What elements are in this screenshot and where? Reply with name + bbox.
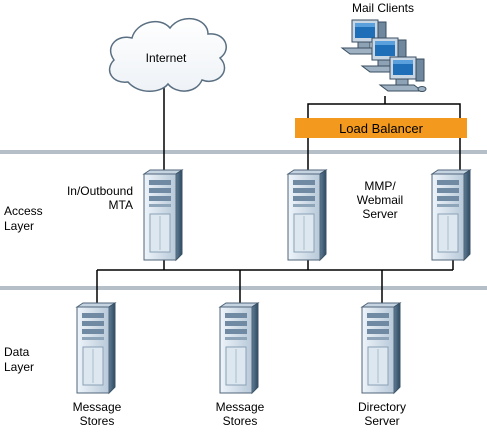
access-layer-label-line1: Access <box>4 204 43 218</box>
data-layer-label-line2: Layer <box>4 360 34 374</box>
internet-label: Internet <box>146 51 187 65</box>
layer-divider-bottom <box>0 286 487 290</box>
data-layer-label-line1: Data <box>4 345 30 359</box>
store-label-line2: Stores <box>80 414 115 428</box>
store-label-line2: Stores <box>223 414 258 428</box>
message-store-server-icon <box>219 302 259 394</box>
store-label-line1: Message <box>73 400 122 414</box>
store-label-line1: Message <box>216 400 265 414</box>
layer-divider-top <box>0 150 487 154</box>
load-balancer-label: Load Balancer <box>339 121 424 136</box>
mmp-label-line1: MMP/ <box>364 179 396 193</box>
internet-cloud: Internet <box>108 17 227 92</box>
mmp-label-line3: Server <box>362 207 397 221</box>
directory-label-line1: Directory <box>358 400 406 414</box>
mta-label-line2: MTA <box>109 198 133 212</box>
mta-label-line1: In/Outbound <box>67 184 133 198</box>
mta-server-icon <box>143 169 183 261</box>
access-layer-label-line2: Layer <box>4 219 34 233</box>
connection-lines <box>96 86 461 303</box>
directory-server-icon <box>361 302 401 394</box>
message-store-server-icon <box>76 302 116 394</box>
mmp-label-line2: Webmail <box>357 193 403 207</box>
mail-clients-label: Mail Clients <box>352 1 414 15</box>
mmp-server-icon <box>287 169 327 261</box>
load-balancer: Load Balancer <box>295 118 467 138</box>
mouse-icon <box>417 86 427 92</box>
mmp-server-icon <box>431 169 471 261</box>
directory-label-line2: Server <box>364 414 399 428</box>
mail-clients-group: Mail Clients <box>341 1 427 92</box>
